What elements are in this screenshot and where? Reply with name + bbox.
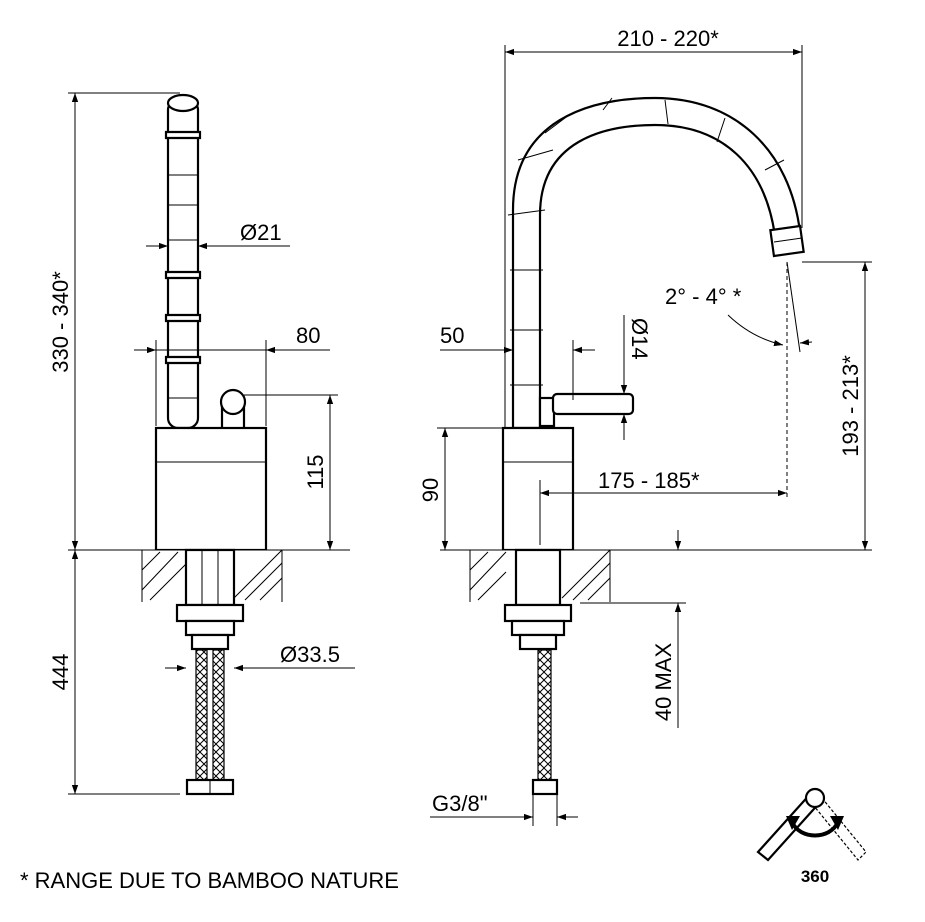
side-lever [538, 392, 635, 428]
dim-lever-height-label: 115 [303, 454, 328, 489]
dim-spout-diameter: Ø21 [146, 220, 290, 250]
dim-spout-reach: 175 - 185* [539, 468, 787, 545]
dim-lever-offset: 50 [440, 323, 595, 400]
dim-lever-diameter-label: Ø14 [627, 318, 652, 360]
footnote: * RANGE DUE TO BAMBOO NATURE [20, 868, 399, 893]
front-countertop [141, 548, 283, 607]
dim-max-deck: 40 MAX [580, 530, 686, 728]
dim-thread: G3/8" [430, 791, 578, 826]
front-hoses [185, 649, 235, 796]
side-hose [531, 649, 559, 796]
dim-base-width: 80 [134, 323, 330, 426]
dim-max-deck-label: 40 MAX [651, 643, 676, 722]
side-view: 210 - 220* 2° - 4° * 193 - 213* 50 [68, 26, 872, 826]
side-mixer-body [501, 426, 575, 552]
dim-shank-diameter: Ø33.5 [165, 642, 355, 672]
side-countertop [469, 548, 611, 607]
side-spout [507, 96, 805, 430]
dim-total-height: 330 - 340* [48, 92, 180, 551]
front-lever-knob [219, 388, 247, 432]
dim-shank-diameter-label: Ø33.5 [280, 642, 340, 667]
dim-base-width-label: 80 [296, 323, 320, 348]
dim-total-height-label: 330 - 340* [48, 271, 73, 373]
dim-spout-angle: 2° - 4° * [665, 261, 813, 500]
dim-shank-length: 444 [48, 550, 180, 795]
front-view: 330 - 340* 444 Ø21 80 115 [48, 92, 355, 796]
dim-spout-reach-label: 175 - 185* [598, 468, 700, 493]
front-mixer-body [154, 426, 268, 552]
dim-lever-diameter: Ø14 [620, 315, 652, 440]
rotation-360-icon: 360 [756, 787, 867, 886]
dim-outlet-height-label: 193 - 213* [838, 355, 863, 457]
dim-spout-diameter-label: Ø21 [240, 220, 282, 245]
dim-body-height: 90 [418, 427, 505, 550]
side-shank-nut [503, 603, 573, 651]
dim-lever-offset-label: 50 [440, 323, 464, 348]
dim-spout-width: 210 - 220* [504, 26, 803, 428]
dim-shank-length-label: 444 [48, 654, 73, 691]
dim-outlet-height: 193 - 213* [800, 261, 872, 551]
dim-thread-label: G3/8" [432, 791, 488, 816]
dim-spout-width-label: 210 - 220* [617, 26, 719, 51]
front-shank-nut [175, 603, 245, 651]
dim-body-height-label: 90 [418, 478, 443, 502]
front-spout [164, 93, 202, 430]
rotation-label: 360 [801, 867, 829, 886]
dim-spout-angle-label: 2° - 4° * [665, 284, 742, 309]
